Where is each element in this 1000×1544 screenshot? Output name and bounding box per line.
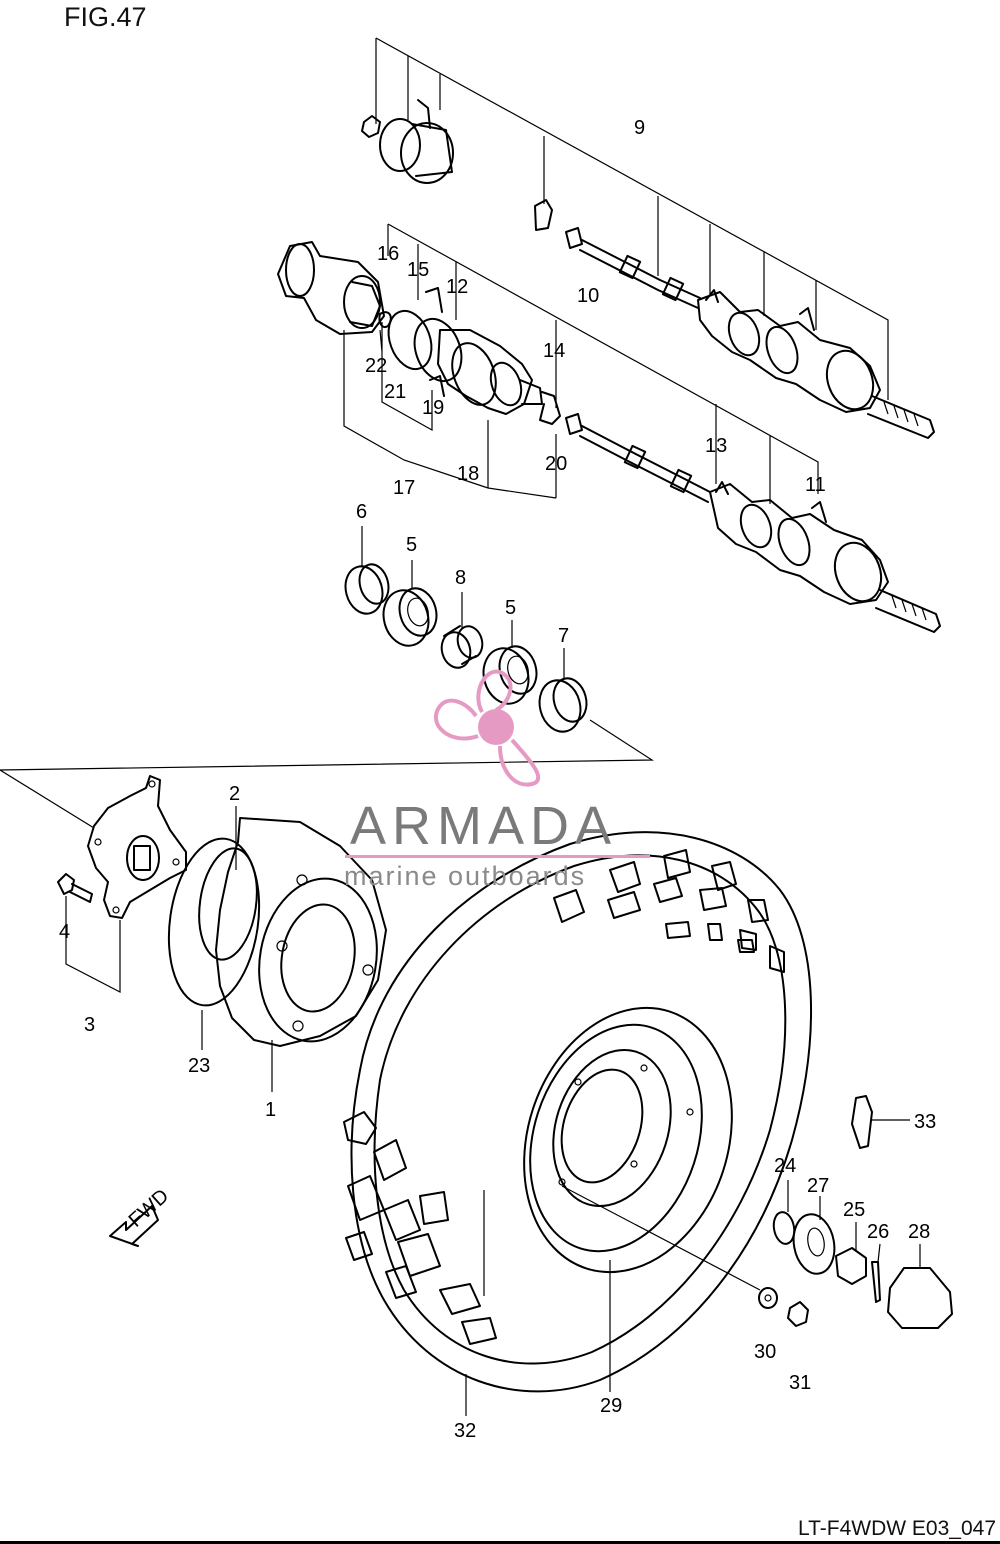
- wheel-nut-parts: [758, 1095, 953, 1329]
- callout-30: 30: [754, 1341, 776, 1363]
- callout-7: 7: [558, 625, 569, 647]
- callout-21: 21: [384, 381, 406, 403]
- callout-26: 26: [867, 1221, 889, 1243]
- fwd-label: FWD: [125, 1185, 174, 1232]
- callout-13: 13: [705, 435, 727, 457]
- callout-18: 18: [457, 463, 479, 485]
- callout-28: 28: [908, 1221, 930, 1243]
- fwd-direction-arrow: FWD: [109, 1185, 174, 1247]
- callout-20: 20: [545, 453, 567, 475]
- leader-lines: [0, 37, 921, 1416]
- watermark-rule: [345, 855, 650, 858]
- wheel-rim: [483, 1006, 733, 1296]
- callout-31: 31: [789, 1372, 811, 1394]
- callout-labels: 9 16 15 12 10 14 22 21 19 13 20 18 11 17…: [59, 117, 936, 1442]
- callout-24: 24: [774, 1155, 796, 1177]
- wheel-hub: [57, 775, 187, 919]
- callout-1: 1: [265, 1099, 276, 1121]
- callout-2: 2: [229, 783, 240, 805]
- callout-5b: 5: [505, 597, 516, 619]
- callout-8: 8: [455, 567, 466, 589]
- drive-shaft-assembly-lower: [277, 241, 941, 633]
- callout-33: 33: [914, 1111, 936, 1133]
- callout-23: 23: [188, 1055, 210, 1077]
- callout-3: 3: [84, 1014, 95, 1036]
- propeller-logo: [433, 669, 541, 787]
- watermark-tagline: marine outboards: [344, 861, 587, 891]
- brake-drum: [167, 817, 387, 1047]
- footer-rule: [0, 1541, 1000, 1544]
- callout-29: 29: [600, 1395, 622, 1417]
- callout-27: 27: [807, 1175, 829, 1197]
- callout-16: 16: [377, 243, 399, 265]
- callout-5a: 5: [406, 534, 417, 556]
- callout-4: 4: [59, 921, 70, 943]
- callout-19: 19: [422, 397, 444, 419]
- drive-shaft-assembly-upper: [361, 99, 935, 439]
- callout-25: 25: [843, 1199, 865, 1221]
- drawing-code: LT-F4WDW E03_047: [797, 1517, 996, 1540]
- callout-12: 12: [446, 276, 468, 298]
- callout-17: 17: [393, 477, 415, 499]
- callout-6: 6: [356, 501, 367, 523]
- callout-32: 32: [454, 1420, 476, 1442]
- callout-22: 22: [365, 355, 387, 377]
- watermark-name: ARMADA: [350, 796, 618, 856]
- figure-title: FIG.47: [64, 2, 147, 32]
- callout-15: 15: [407, 259, 429, 281]
- callout-11: 11: [805, 474, 826, 496]
- callout-10: 10: [577, 285, 599, 307]
- callout-9: 9: [634, 117, 645, 139]
- callout-14: 14: [543, 340, 565, 362]
- tire: [343, 831, 812, 1393]
